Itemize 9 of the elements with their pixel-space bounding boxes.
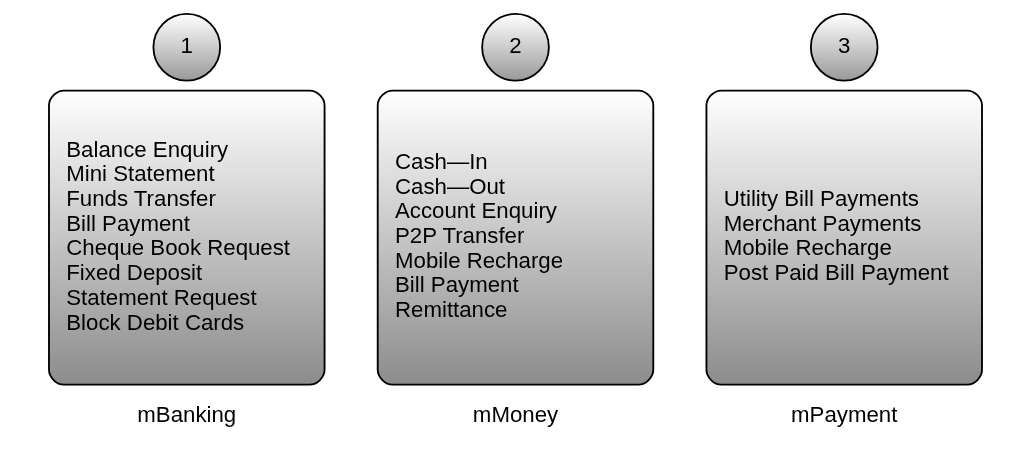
node-label: mPayment: [791, 401, 898, 427]
node-box: Utility Bill Payments Merchant Payments Mobile Recharge Post Paid Bill Payment: [705, 89, 983, 386]
node-label: mMoney: [472, 401, 559, 427]
node-label: mBanking: [137, 401, 237, 427]
node-circle: 1: [152, 12, 222, 82]
node-box: Balance Enquiry Mini Statement Funds Transfer Bill Payment Cheque Book Request Fixed Deposit Statement Request Block Debit Cards: [48, 89, 326, 386]
node-circle: 3: [809, 12, 879, 82]
node-circle: 2: [481, 12, 550, 82]
node-box: Cash—In Cash—Out Account Enquiry P2P Transfer Mobile Recharge Bill Payment Remittance: [376, 89, 655, 386]
